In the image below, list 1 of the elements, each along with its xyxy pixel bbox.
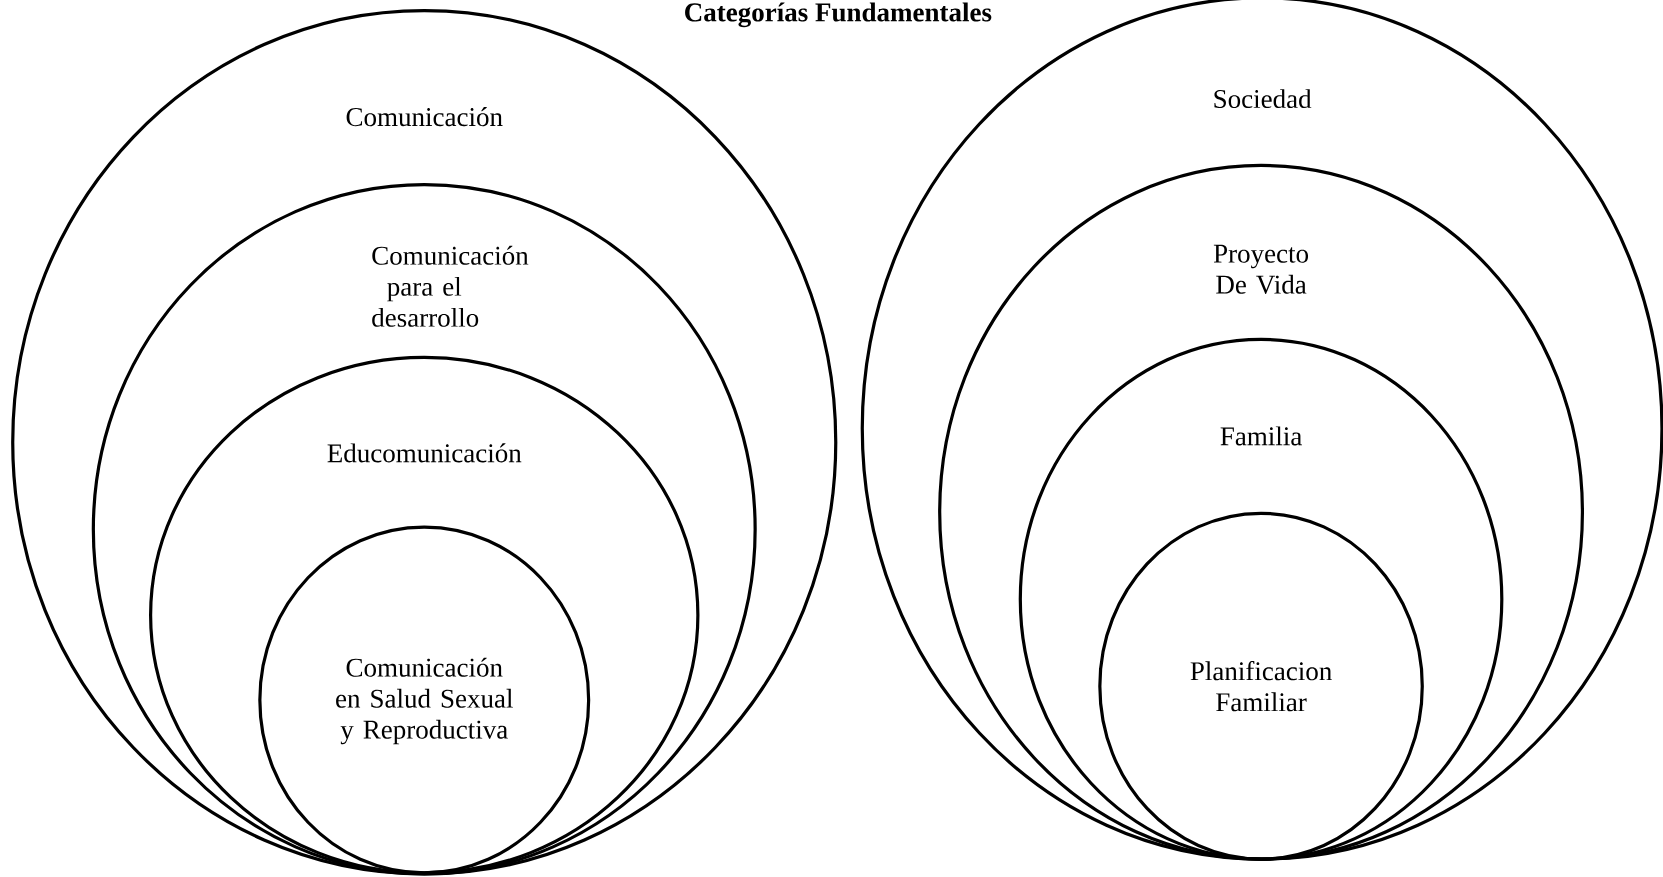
title: Categorías Fundamentales	[685, 2, 992, 28]
